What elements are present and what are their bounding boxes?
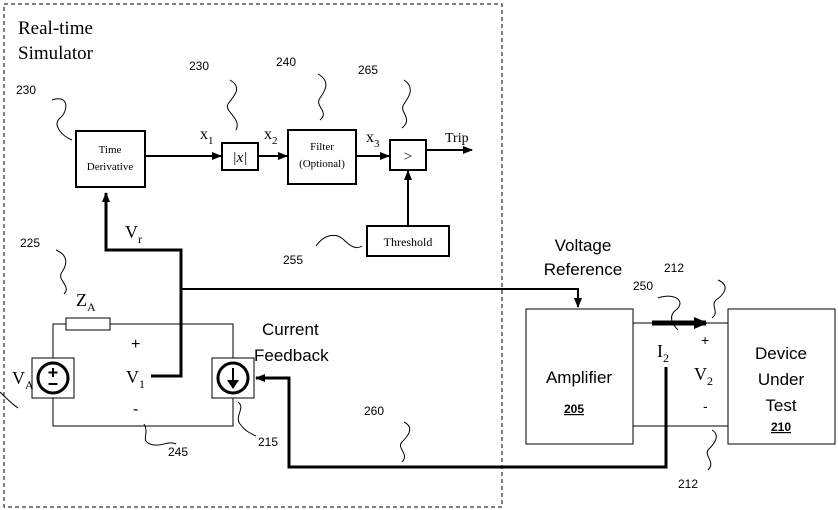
time-derivative-label-line1: Time: [99, 144, 122, 156]
circuit-bottom-wire: [52, 398, 234, 427]
device-under-test-block: Device Under Test 210: [727, 308, 836, 445]
amplifier-block: Amplifier 205: [525, 308, 634, 445]
ref-212-top: 212: [664, 261, 684, 275]
v1-minus: -: [133, 401, 138, 418]
za-impedance: [65, 317, 111, 331]
voltage-reference-label-line1: Voltage: [555, 236, 612, 255]
ref-225: 225: [20, 236, 40, 250]
leader-squiggles: [0, 73, 726, 471]
squiggle-212-bottom: [706, 429, 717, 471]
abs-label: |x|: [233, 150, 248, 166]
filter-label-line1: Filter: [310, 141, 334, 153]
threshold-label: Threshold: [384, 235, 433, 249]
x3-label: x3: [366, 129, 380, 150]
amplifier-ref: 205: [564, 402, 584, 416]
simulator-title-line2: Simulator: [18, 43, 94, 64]
squiggle-215: [237, 401, 257, 437]
amplifier-label: Amplifier: [546, 368, 612, 387]
squiggle-225: [55, 249, 67, 295]
current-source: [211, 357, 255, 399]
simulator-title-line1: Real-time: [18, 18, 93, 39]
current-feedback-label-line1: Current: [262, 320, 319, 339]
current-feedback-label-line2: Feedback: [254, 346, 329, 365]
za-label: ZA: [76, 290, 96, 314]
ref-265: 265: [358, 63, 378, 77]
ref-245: 245: [168, 445, 188, 459]
va-voltage-source: [31, 357, 75, 399]
filter-label-line2: (Optional): [299, 158, 345, 170]
ref-240: 240: [276, 55, 296, 69]
device-ref: 210: [771, 420, 791, 434]
squiggle-240: [317, 73, 327, 121]
squiggle-255: [315, 235, 363, 249]
squiggle-230b: [226, 79, 238, 131]
vr-wire: [102, 192, 183, 378]
v1-plus: +: [131, 336, 140, 353]
squiggle-245: [143, 423, 177, 446]
squiggle-212-top: [711, 279, 726, 319]
ref-255: 255: [283, 253, 303, 267]
squiggle-left-edge: [0, 391, 19, 409]
ref-260: 260: [364, 404, 384, 418]
v2-plus: +: [701, 332, 709, 348]
va-label: VA: [12, 368, 34, 392]
ref-230-a: 230: [16, 83, 36, 97]
time-derivative-label-line2: Derivative: [87, 161, 134, 173]
time-derivative-block: Time Derivative: [75, 130, 146, 188]
ref-230-b: 230: [189, 59, 209, 73]
simulator-boundary: [3, 3, 503, 508]
vr-label: Vr: [125, 222, 142, 246]
i2-label: I2: [657, 341, 669, 365]
abs-block: |x|: [221, 142, 259, 171]
v2-minus: -: [703, 398, 708, 414]
squiggle-250: [657, 295, 681, 331]
filter-block: Filter (Optional): [287, 129, 357, 185]
trip-label: Trip: [445, 131, 469, 146]
x1-label: x1: [200, 126, 214, 147]
device-label-line1: Device: [755, 344, 807, 363]
device-label-line2: Under: [758, 370, 805, 389]
current-feedback-wire: [255, 367, 668, 469]
threshold-block: Threshold: [366, 225, 450, 257]
device-label-line3: Test: [765, 396, 796, 415]
circuit-top-wire-right: [110, 323, 234, 358]
squiggle-265: [401, 79, 411, 129]
ref-215: 215: [258, 435, 278, 449]
v2-label: V2: [694, 364, 713, 388]
comparator-block: >: [389, 139, 427, 171]
voltage-reference-wire: [181, 288, 582, 308]
ref-250: 250: [633, 279, 653, 293]
v1-label: V1: [126, 367, 145, 391]
squiggle-260: [400, 421, 411, 463]
circuit-top-wire: [52, 323, 66, 358]
comparator-label: >: [404, 149, 412, 165]
squiggle-230a: [51, 98, 73, 141]
x2-label: x2: [264, 126, 278, 147]
voltage-reference-label-line2: Reference: [544, 260, 622, 279]
ref-212-bottom: 212: [678, 477, 698, 491]
